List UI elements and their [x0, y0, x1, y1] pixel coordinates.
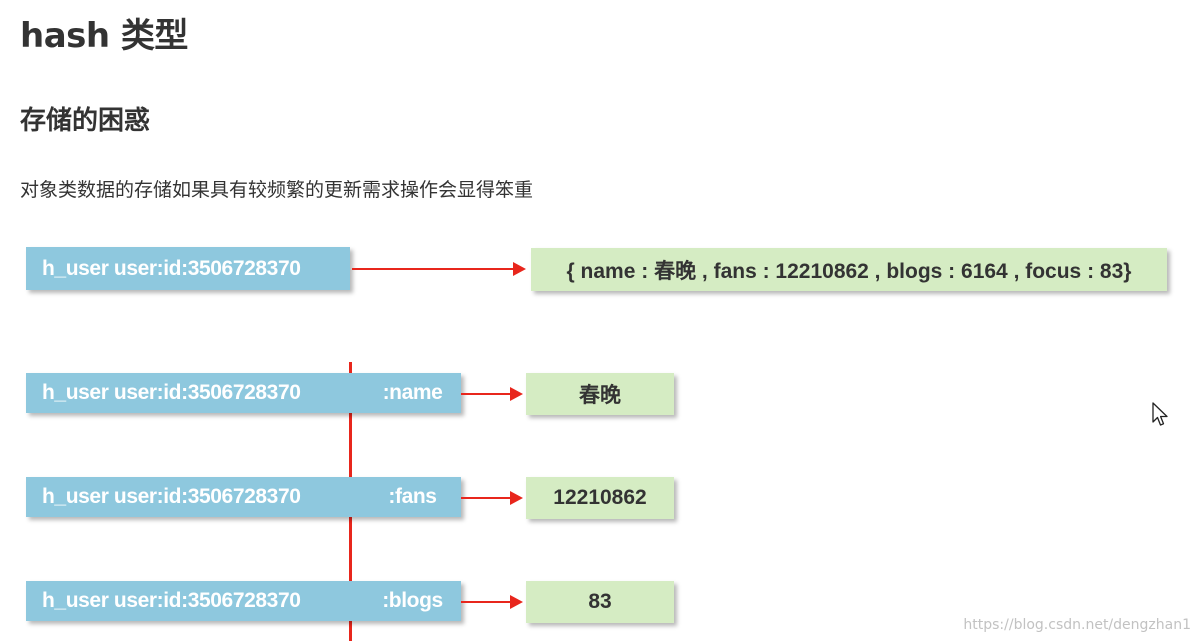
string-key-label: h_user user:id:3506728370 — [42, 256, 301, 280]
arrow-right-icon — [352, 262, 526, 276]
page-title: hash 类型 — [20, 16, 188, 56]
hash-key-label: h_user user:id:3506728370 — [42, 381, 301, 404]
field-value-box: 83 — [526, 581, 674, 623]
hash-key-box: h_user user:id:3506728370 :name — [26, 373, 461, 413]
field-value-box: 12210862 — [526, 477, 674, 519]
hash-key-label: h_user user:id:3506728370 — [42, 485, 301, 508]
field-value-label: 春晚 — [579, 384, 621, 407]
json-value-label: { name : 春晚 , fans : 12210862 , blogs : … — [566, 259, 1132, 283]
field-value-label: 83 — [588, 590, 612, 613]
hash-field-label: :name — [382, 381, 443, 404]
section-heading: 存储的困惑 — [20, 106, 151, 136]
arrow-right-icon — [461, 595, 523, 609]
arrow-right-icon — [461, 491, 523, 505]
json-value-box: { name : 春晚 , fans : 12210862 , blogs : … — [531, 248, 1167, 291]
description-text: 对象类数据的存储如果具有较频繁的更新需求操作会显得笨重 — [20, 179, 534, 201]
cursor-arrow-icon — [1152, 402, 1168, 426]
hash-key-box: h_user user:id:3506728370 :blogs — [26, 581, 461, 621]
string-key-box: h_user user:id:3506728370 — [26, 247, 350, 290]
watermark-text: https://blog.csdn.net/dengzhan1 — [963, 617, 1191, 633]
hash-key-box: h_user user:id:3506728370 :fans — [26, 477, 461, 517]
hash-key-label: h_user user:id:3506728370 — [42, 589, 301, 612]
field-value-label: 12210862 — [553, 486, 647, 509]
field-value-box: 春晚 — [526, 373, 674, 415]
hash-field-label: :blogs — [382, 589, 443, 612]
hash-field-label: :fans — [388, 485, 437, 508]
arrow-right-icon — [461, 387, 523, 401]
